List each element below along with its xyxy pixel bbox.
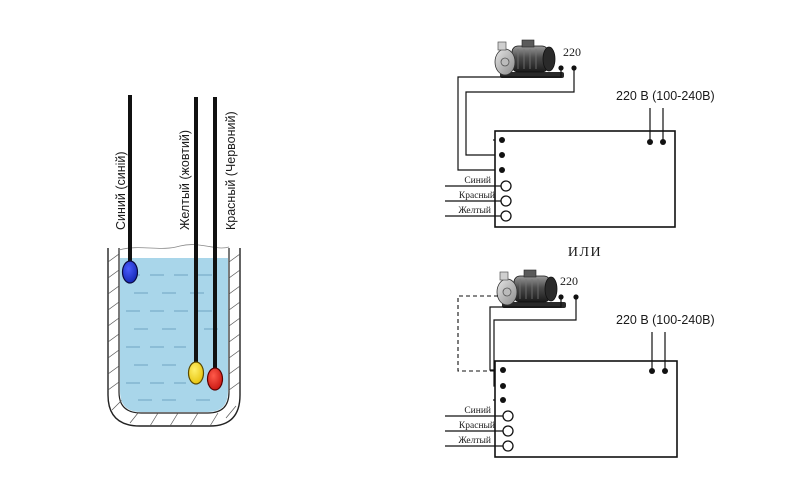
red-probe-label: Красный (Червоний) [224,111,238,230]
yellow-probe-label: Желтый (жовтий) [178,130,192,230]
mains-terminal-left [647,139,653,145]
pump-wire-outer [457,68,562,171]
tank-illustration: Синий (синій) Желтый (жовтий) Красный (Ч… [107,95,241,427]
wiring-diagram-bottom: 220 Синий Красный Желтый 220 В (100-240В… [445,269,715,458]
probe-ring-blue-bottom [502,410,514,422]
mains-terminal-left-bottom [649,368,655,374]
blue-probe-label: Синий (синій) [114,151,128,230]
controller-terminal-bottom-2 [500,383,506,389]
probe-label-red: Красный [459,190,495,201]
probe-label-yellow: Желтый [458,205,491,216]
yellow-float [187,361,205,385]
probe-label-blue-bottom: Синий [464,405,491,416]
probe-ring-yellow-bottom [502,440,514,452]
pump-wire-inner [465,68,575,156]
controller-terminal-bottom-1 [500,367,506,373]
controller-box [494,130,676,228]
controller-terminal-1 [499,137,505,143]
probe-label-blue: Синий [464,175,491,186]
mains-label: 220 В (100-240В) [616,89,715,103]
probe-ring-yellow [500,210,512,222]
probe-ring-blue [500,180,512,192]
controller-terminal-bottom-3 [500,397,506,403]
red-float [206,367,224,391]
pump-wire-solid-bottom [489,297,562,371]
pump-voltage-label-bottom: 220 [560,274,578,288]
tank-wall-hatching [107,253,241,427]
pump-motor-icon [494,39,565,79]
probe-label-red-bottom: Красный [459,420,495,431]
blue-float [121,260,139,284]
pump-wire-dashed [457,295,498,372]
or-separator-label: ИЛИ [568,245,602,260]
controller-box-bottom [494,360,678,458]
controller-terminal-3 [499,167,505,173]
mains-label-bottom: 220 В (100-240В) [616,313,715,327]
pump-voltage-label: 220 [563,45,581,59]
wiring-diagram-top: 220 Синий Красный Желтый 220 В (100-240В… [445,39,715,228]
mains-terminal-right [660,139,666,145]
controller-terminal-2 [499,152,505,158]
water-ripples [126,274,218,401]
mains-terminal-right-bottom [662,368,668,374]
pump-motor-icon-bottom [496,269,567,309]
probe-ring-red-bottom [502,425,514,437]
probe-ring-red [500,195,512,207]
probe-label-yellow-bottom: Желтый [458,435,491,446]
